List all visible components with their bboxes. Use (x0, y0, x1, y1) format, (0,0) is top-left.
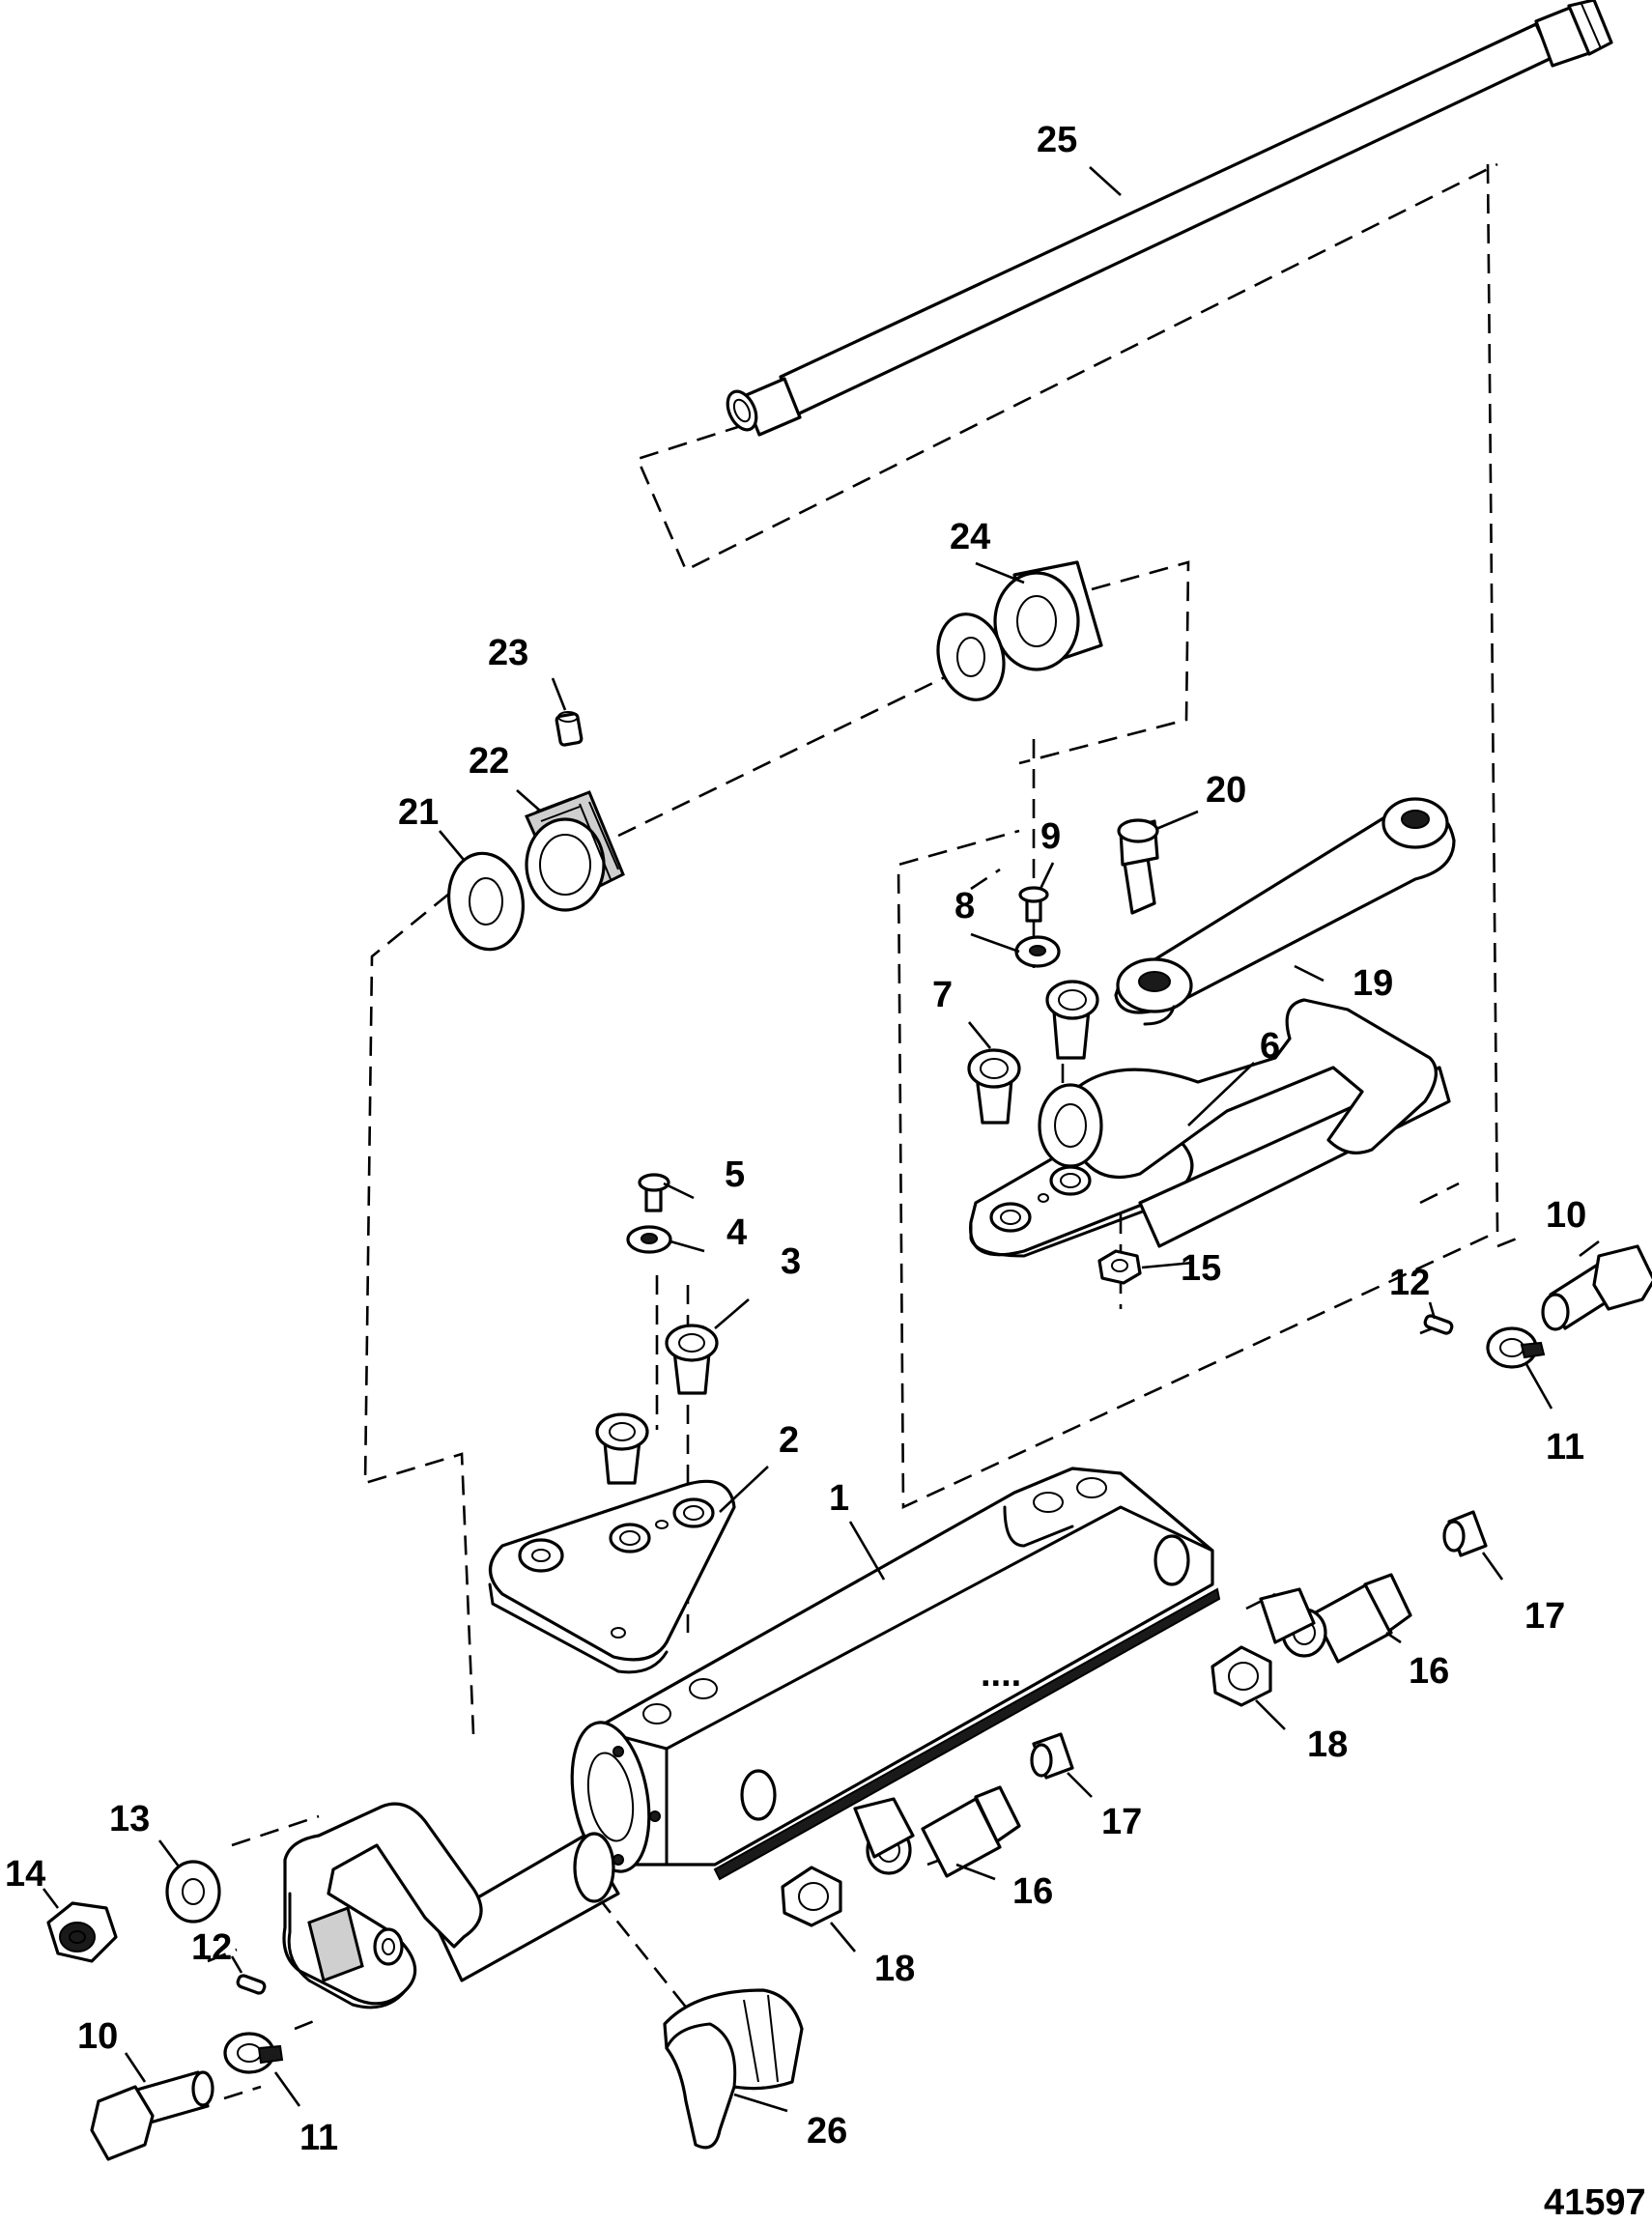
part-14-nut (46, 1901, 118, 1963)
callout-5: 5 (725, 1154, 745, 1195)
part-10-bolt-left (90, 2070, 214, 2161)
callout-21: 21 (398, 792, 439, 833)
callout-12-right: 12 (1389, 1263, 1430, 1303)
part-1-cylinder-body: .... (282, 998, 1451, 2009)
callout-23: 23 (488, 633, 528, 673)
callout-20: 20 (1206, 770, 1246, 811)
part-15-nut (1097, 1249, 1142, 1285)
part-7-bushing (967, 980, 1099, 1125)
callout-7: 7 (932, 975, 953, 1015)
callout-9: 9 (1040, 816, 1061, 857)
part-10-bolt-right (1541, 1244, 1652, 1331)
callout-14: 14 (5, 1854, 45, 1895)
callout-11-left: 11 (299, 2118, 338, 2158)
callout-6: 6 (1260, 1026, 1280, 1067)
part-25-rod (726, 0, 1613, 437)
part-20-bolt (1117, 818, 1159, 915)
callout-8: 8 (954, 886, 975, 926)
callout-17-left: 17 (1101, 1802, 1142, 1842)
callout-labels: 25 24 23 22 21 20 9 8 7 19 6 15 5 4 3 2 … (5, 120, 1586, 2158)
part-17-sleeve-left (1030, 1732, 1074, 1780)
callout-15: 15 (1181, 1248, 1221, 1289)
part-8-washer (1014, 935, 1061, 968)
callout-1: 1 (829, 1478, 849, 1519)
callout-4: 4 (726, 1212, 747, 1253)
part-19-tiller-arm (1114, 797, 1456, 1026)
callout-22: 22 (469, 741, 509, 782)
part-5-screw (638, 1173, 670, 1212)
callout-16-left: 16 (1012, 1871, 1053, 1912)
part-24-bushing (936, 560, 1103, 701)
callout-17-right: 17 (1524, 1596, 1565, 1637)
part-16-fitting-left (853, 1785, 1021, 1878)
callout-25: 25 (1037, 120, 1077, 160)
callout-10-right: 10 (1546, 1195, 1586, 1236)
part-16-fitting-right (1259, 1573, 1412, 1664)
part-26-boot (663, 1988, 804, 2150)
cylinder-serial-mark: .... (981, 1654, 1021, 1695)
callout-19: 19 (1353, 963, 1393, 1004)
callout-10-left: 10 (77, 2016, 118, 2057)
callout-3: 3 (781, 1241, 801, 1282)
callout-16-right: 16 (1409, 1651, 1449, 1692)
part-12-key-right (1423, 1314, 1454, 1335)
figure-reference-number: 41597 (1544, 2182, 1646, 2223)
part-23-set-screw (555, 711, 584, 747)
callout-24: 24 (950, 517, 990, 557)
part-21-washer (446, 851, 526, 952)
callout-12-left: 12 (191, 1927, 232, 1968)
part-11-clip-left (223, 2032, 284, 2074)
part-18-nut-right (1211, 1645, 1272, 1707)
part-22-knurled-nut (524, 790, 625, 912)
part-12-key-left (236, 1974, 267, 1995)
part-11-clip-right (1486, 1326, 1546, 1369)
callout-26: 26 (807, 2111, 847, 2152)
callout-18-left: 18 (874, 1949, 915, 1989)
callout-18-right: 18 (1307, 1724, 1348, 1765)
part-3-bushing (595, 1324, 719, 1485)
part-9-screw (1018, 886, 1049, 923)
callout-11-right: 11 (1546, 1427, 1584, 1468)
part-4-washer (626, 1225, 672, 1254)
part-2-plate (488, 1479, 736, 1674)
callout-13: 13 (109, 1799, 150, 1839)
part-17-sleeve-right (1442, 1510, 1488, 1557)
part-13-washer (165, 1860, 221, 1924)
part-18-nut-left (781, 1866, 842, 1927)
callout-2: 2 (779, 1420, 799, 1461)
leader-lines (42, 166, 1600, 2113)
